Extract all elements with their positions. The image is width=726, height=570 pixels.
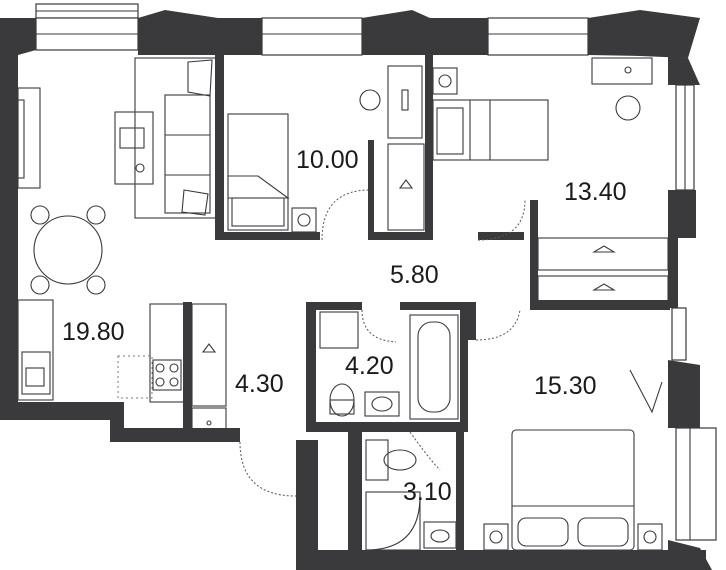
room-area-entrance: 4.30: [235, 370, 284, 398]
area-labels: 19.80 10.00 13.40 5.80 4.30 4.20 3.10 15…: [62, 146, 627, 506]
bedroom-mid-furniture: [359, 57, 669, 307]
walls: [0, 10, 712, 570]
bathroom-fixtures: [319, 311, 459, 420]
hallway-furniture: [191, 143, 425, 439]
shower-fixtures: [365, 439, 457, 551]
room-area-bedroom-small: 10.00: [296, 146, 359, 174]
room-area-bedroom-mid: 13.40: [564, 178, 627, 206]
doors: [239, 189, 526, 497]
room-area-hallway: 5.80: [390, 261, 439, 289]
master-bedroom-furniture: [483, 369, 663, 551]
room-area-shower-room: 3.10: [403, 478, 452, 506]
room-area-bathroom: 4.20: [345, 352, 394, 380]
bedroom-small-furniture: [227, 113, 317, 233]
living-room-furniture: [17, 57, 218, 403]
room-area-living-kitchen: 19.80: [62, 318, 125, 346]
windows: [35, 3, 717, 541]
room-area-master-bedroom: 15.30: [534, 372, 597, 400]
